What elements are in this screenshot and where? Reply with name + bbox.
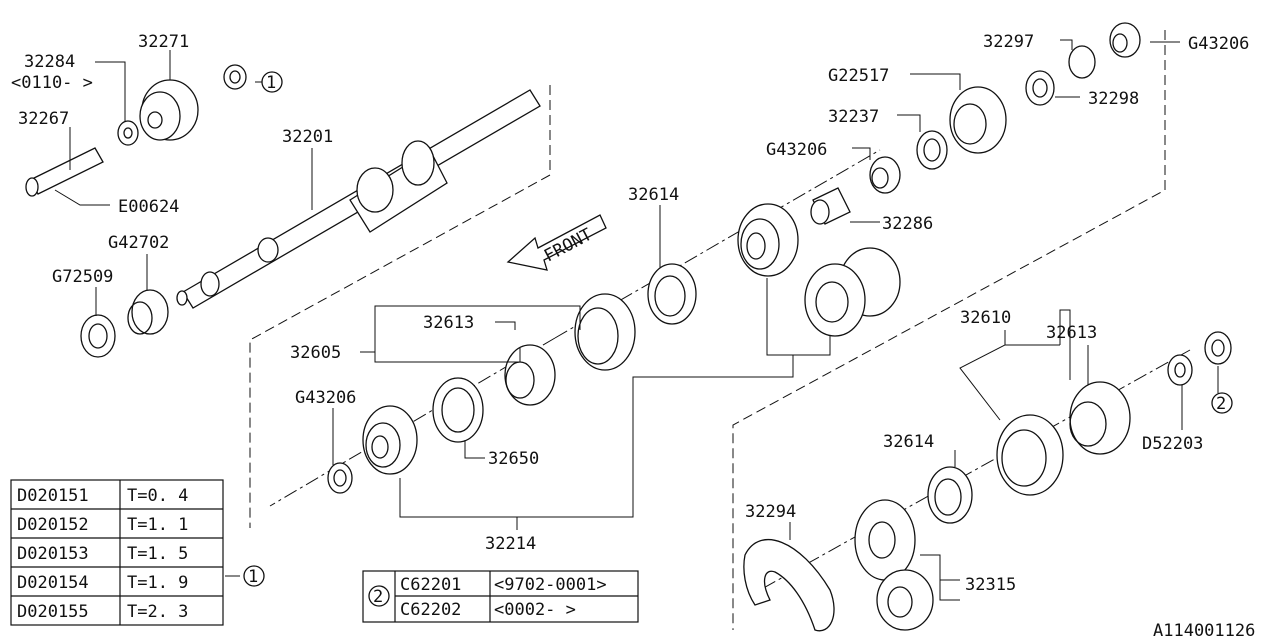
needle-bearing-G43206-top (1109, 22, 1141, 58)
double-gear (804, 247, 901, 337)
front-arrow-icon (506, 214, 607, 271)
callout-32237: 32237 (828, 107, 879, 127)
callout-32650: 32650 (488, 449, 539, 469)
callout-32614-lower: 32614 (883, 432, 934, 452)
gear-32614-center (737, 203, 799, 277)
bearing-G72509 (80, 314, 116, 358)
gear-32271 (139, 79, 199, 141)
svg-text:1: 1 (266, 73, 276, 93)
callout-32298: 32298 (1088, 89, 1139, 109)
callout-E00624: E00624 (118, 197, 179, 217)
callout-32271: 32271 (138, 32, 189, 52)
callout-32284: 32284 (24, 52, 75, 72)
callout-32214: 32214 (485, 534, 536, 554)
callout-32201: 32201 (282, 127, 333, 147)
applicability-row-range: <0002- > (494, 600, 576, 620)
shim-row-spec: T=1. 1 (127, 515, 188, 535)
callout-32267: 32267 (18, 109, 69, 129)
diagram-id: A114001126 (1153, 621, 1255, 640)
shim-row-spec: T=1. 9 (127, 573, 188, 593)
collar-32297 (1068, 45, 1096, 79)
group-boundary-right (732, 30, 1166, 630)
callout-32605: 32605 (290, 343, 341, 363)
callout-32315: 32315 (965, 575, 1016, 595)
main-shaft-32201 (176, 89, 541, 309)
shim-row-spec: T=2. 3 (127, 602, 188, 622)
sleeve-32605 (574, 293, 636, 371)
washer-ref-1 (223, 64, 247, 90)
ref-marker-1-top: 1 (261, 71, 283, 93)
group-boundary-left (249, 85, 551, 528)
needle-bearing-G43206-middle (869, 156, 901, 194)
ring-32614-lower (927, 466, 973, 524)
applicability-row-range: <9702-0001> (494, 575, 607, 595)
shim-row-part: D020152 (17, 515, 89, 535)
leader-lines (54, 39, 1219, 601)
shim-row-spec: T=0. 4 (127, 486, 188, 506)
front-label: FRONT (541, 225, 596, 267)
svg-text:2: 2 (1216, 394, 1226, 414)
ring-32237 (916, 130, 948, 170)
ring-32614-upper (647, 263, 697, 325)
ring-32650 (432, 377, 484, 443)
gear-32214 (362, 405, 418, 475)
shim-row-part: D020154 (17, 573, 89, 593)
washer-32284 (117, 120, 139, 146)
callout-G72509: G72509 (52, 267, 113, 287)
hub-32613-right (1069, 381, 1131, 455)
nut-ref-2 (1204, 331, 1232, 365)
callout-D52203: D52203 (1142, 434, 1203, 454)
applicability-row-part: C62202 (400, 600, 461, 620)
needle-bearing-G43206-lower (327, 462, 353, 494)
callout-32297: 32297 (983, 32, 1034, 52)
callout-G42702: G42702 (108, 233, 169, 253)
callout-G43206-lower: G43206 (295, 388, 356, 408)
callout-32613-left: 32613 (423, 313, 474, 333)
callout-G43206-middle: G43206 (766, 140, 827, 160)
callout-G22517: G22517 (828, 66, 889, 86)
pin-32267 (25, 147, 104, 197)
shim-row-part: D020151 (17, 486, 89, 506)
ring-32298 (1025, 70, 1055, 106)
axis-line-right (759, 349, 1191, 591)
callout-G43206-top: G43206 (1188, 34, 1249, 54)
callout-32610: 32610 (960, 308, 1011, 328)
svg-text:1: 1 (248, 567, 258, 587)
callout-32613-right: 32613 (1046, 323, 1097, 343)
callout-32614-upper: 32614 (628, 185, 679, 205)
shim-row-spec: T=1. 5 (127, 544, 188, 564)
bearing-G22517 (949, 86, 1007, 154)
applicability-table: 2 C62201 <9702-0001> C62202 <0002- > (362, 570, 639, 623)
shim-table: D020151 T=0. 4 D020152 T=1. 1 D020153 T=… (10, 479, 224, 626)
callout-32286: 32286 (882, 214, 933, 234)
ref-marker-2-right: 2 (1211, 392, 1233, 414)
collar-32286 (810, 187, 851, 225)
callout-32294: 32294 (745, 502, 796, 522)
applicability-row-part: C62201 (400, 575, 461, 595)
bearing-G42702 (127, 289, 169, 335)
cover-32294 (743, 538, 835, 632)
shim-row-part: D020155 (17, 602, 89, 622)
washer-D52203 (1167, 354, 1193, 386)
ref-marker-2-table: 2 (373, 587, 383, 607)
ref-marker-1-table: 1 (243, 565, 265, 587)
callout-32284-note: <0110- > (11, 73, 93, 93)
hub-32613-left (504, 344, 556, 406)
gear-32315-b (876, 569, 934, 631)
shim-row-part: D020153 (17, 544, 89, 564)
gear-32315-a (854, 499, 916, 581)
sleeve-32610 (996, 414, 1064, 496)
